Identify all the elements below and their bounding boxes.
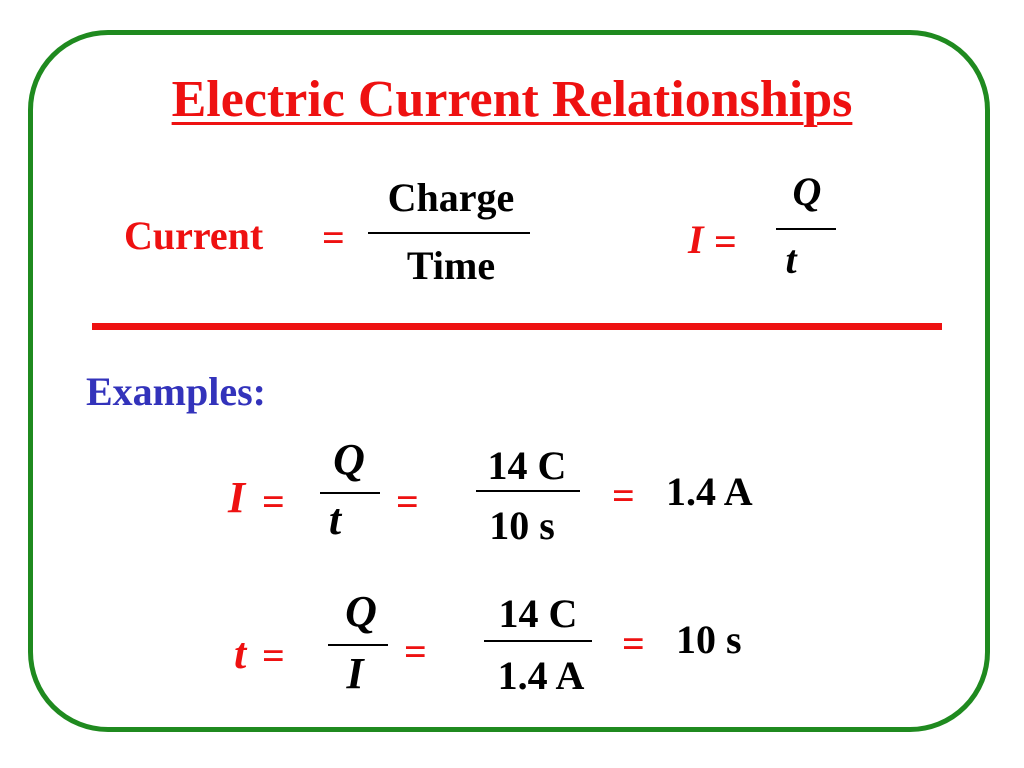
section-divider xyxy=(92,323,942,330)
example2-equals-3: = xyxy=(622,621,645,666)
definition-symbol-equals: = xyxy=(714,219,737,264)
example2-denominator-2: 1.4 A xyxy=(497,653,585,698)
definition-word-denominator: Time xyxy=(406,243,496,288)
examples-label: Examples: xyxy=(86,369,266,414)
rounded-frame xyxy=(28,30,990,732)
example2-result: 10 s xyxy=(676,617,742,662)
example2-fraction-bar-1 xyxy=(328,644,388,646)
example1-equals-3: = xyxy=(612,473,635,518)
definition-symbol-numerator: Q xyxy=(792,169,822,214)
example1-result: 1.4 A xyxy=(666,469,753,514)
example1-numerator-1: Q xyxy=(333,435,365,484)
definition-symbol-denominator: t xyxy=(785,237,797,282)
example2-denominator-1: I xyxy=(346,649,364,698)
example1-fraction-bar-1 xyxy=(320,492,380,494)
example1-lhs: I xyxy=(228,473,246,522)
definition-word-numerator: Charge xyxy=(387,175,515,220)
example2-numerator-2: 14 C xyxy=(498,591,578,636)
example2-lhs: t xyxy=(234,629,247,678)
definition-word-equals: = xyxy=(322,215,345,260)
example1-fraction-bar-2 xyxy=(476,490,580,492)
example1-denominator-2: 10 s xyxy=(489,503,555,548)
definition-word-fraction-bar xyxy=(368,232,530,234)
example2-fraction-bar-2 xyxy=(484,640,592,642)
example1-equals-2: = xyxy=(396,479,419,524)
example1-numerator-2: 14 C xyxy=(487,443,567,488)
page-title: Electric Current Relationships xyxy=(171,71,853,128)
example2-numerator-1: Q xyxy=(345,587,377,636)
definition-word-lhs: Current xyxy=(124,213,264,258)
definition-symbol-fraction-bar xyxy=(776,228,836,230)
example2-equals-2: = xyxy=(404,629,427,674)
example1-denominator-1: t xyxy=(328,495,342,544)
example2-equals-1: = xyxy=(262,633,285,678)
example1-equals-1: = xyxy=(262,479,285,524)
definition-symbol-lhs: I xyxy=(688,217,704,262)
